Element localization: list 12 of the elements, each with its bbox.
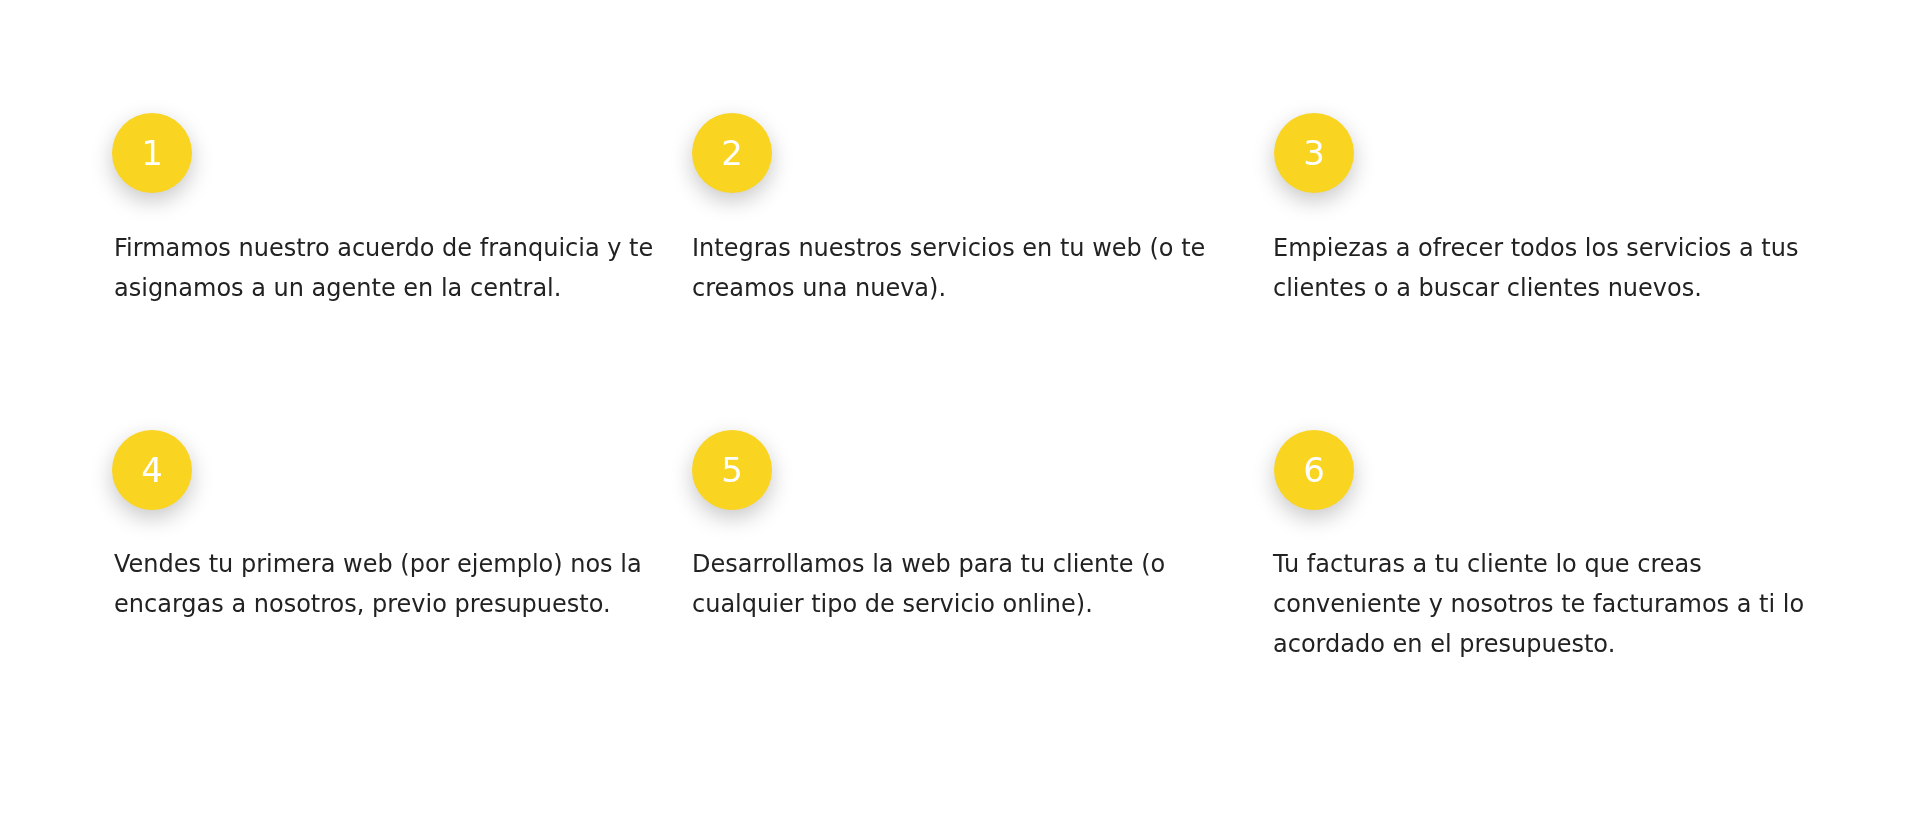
step-number-circle: 3 — [1274, 113, 1354, 193]
step-description: Desarrollamos la web para tu cliente (o cualquier tipo de servicio online). — [692, 549, 1167, 620]
step-number-circle: 6 — [1274, 430, 1354, 510]
step-number-circle: 4 — [112, 430, 192, 510]
step-description: Firmamos nuestro acuerdo de franquicia y te asignamos a un agente en la central. — [114, 233, 654, 304]
step-description: Tu facturas a tu cliente lo que creas conveniente y nosotros te facturamos a ti lo acordado en el presupuesto. — [1273, 549, 1806, 660]
step-number-circle: 2 — [692, 113, 772, 193]
step-number-circle: 1 — [112, 113, 192, 193]
step-description: Vendes tu primera web (por ejemplo) nos la encargas a nosotros, previo presupuesto. — [114, 549, 643, 620]
step-description: Integras nuestros servicios en tu web (o te creamos una nueva). — [692, 233, 1207, 304]
step-number-circle: 5 — [692, 430, 772, 510]
step-description: Empiezas a ofrecer todos los servicios a tus clientes o a buscar clientes nuevos. — [1273, 233, 1800, 304]
